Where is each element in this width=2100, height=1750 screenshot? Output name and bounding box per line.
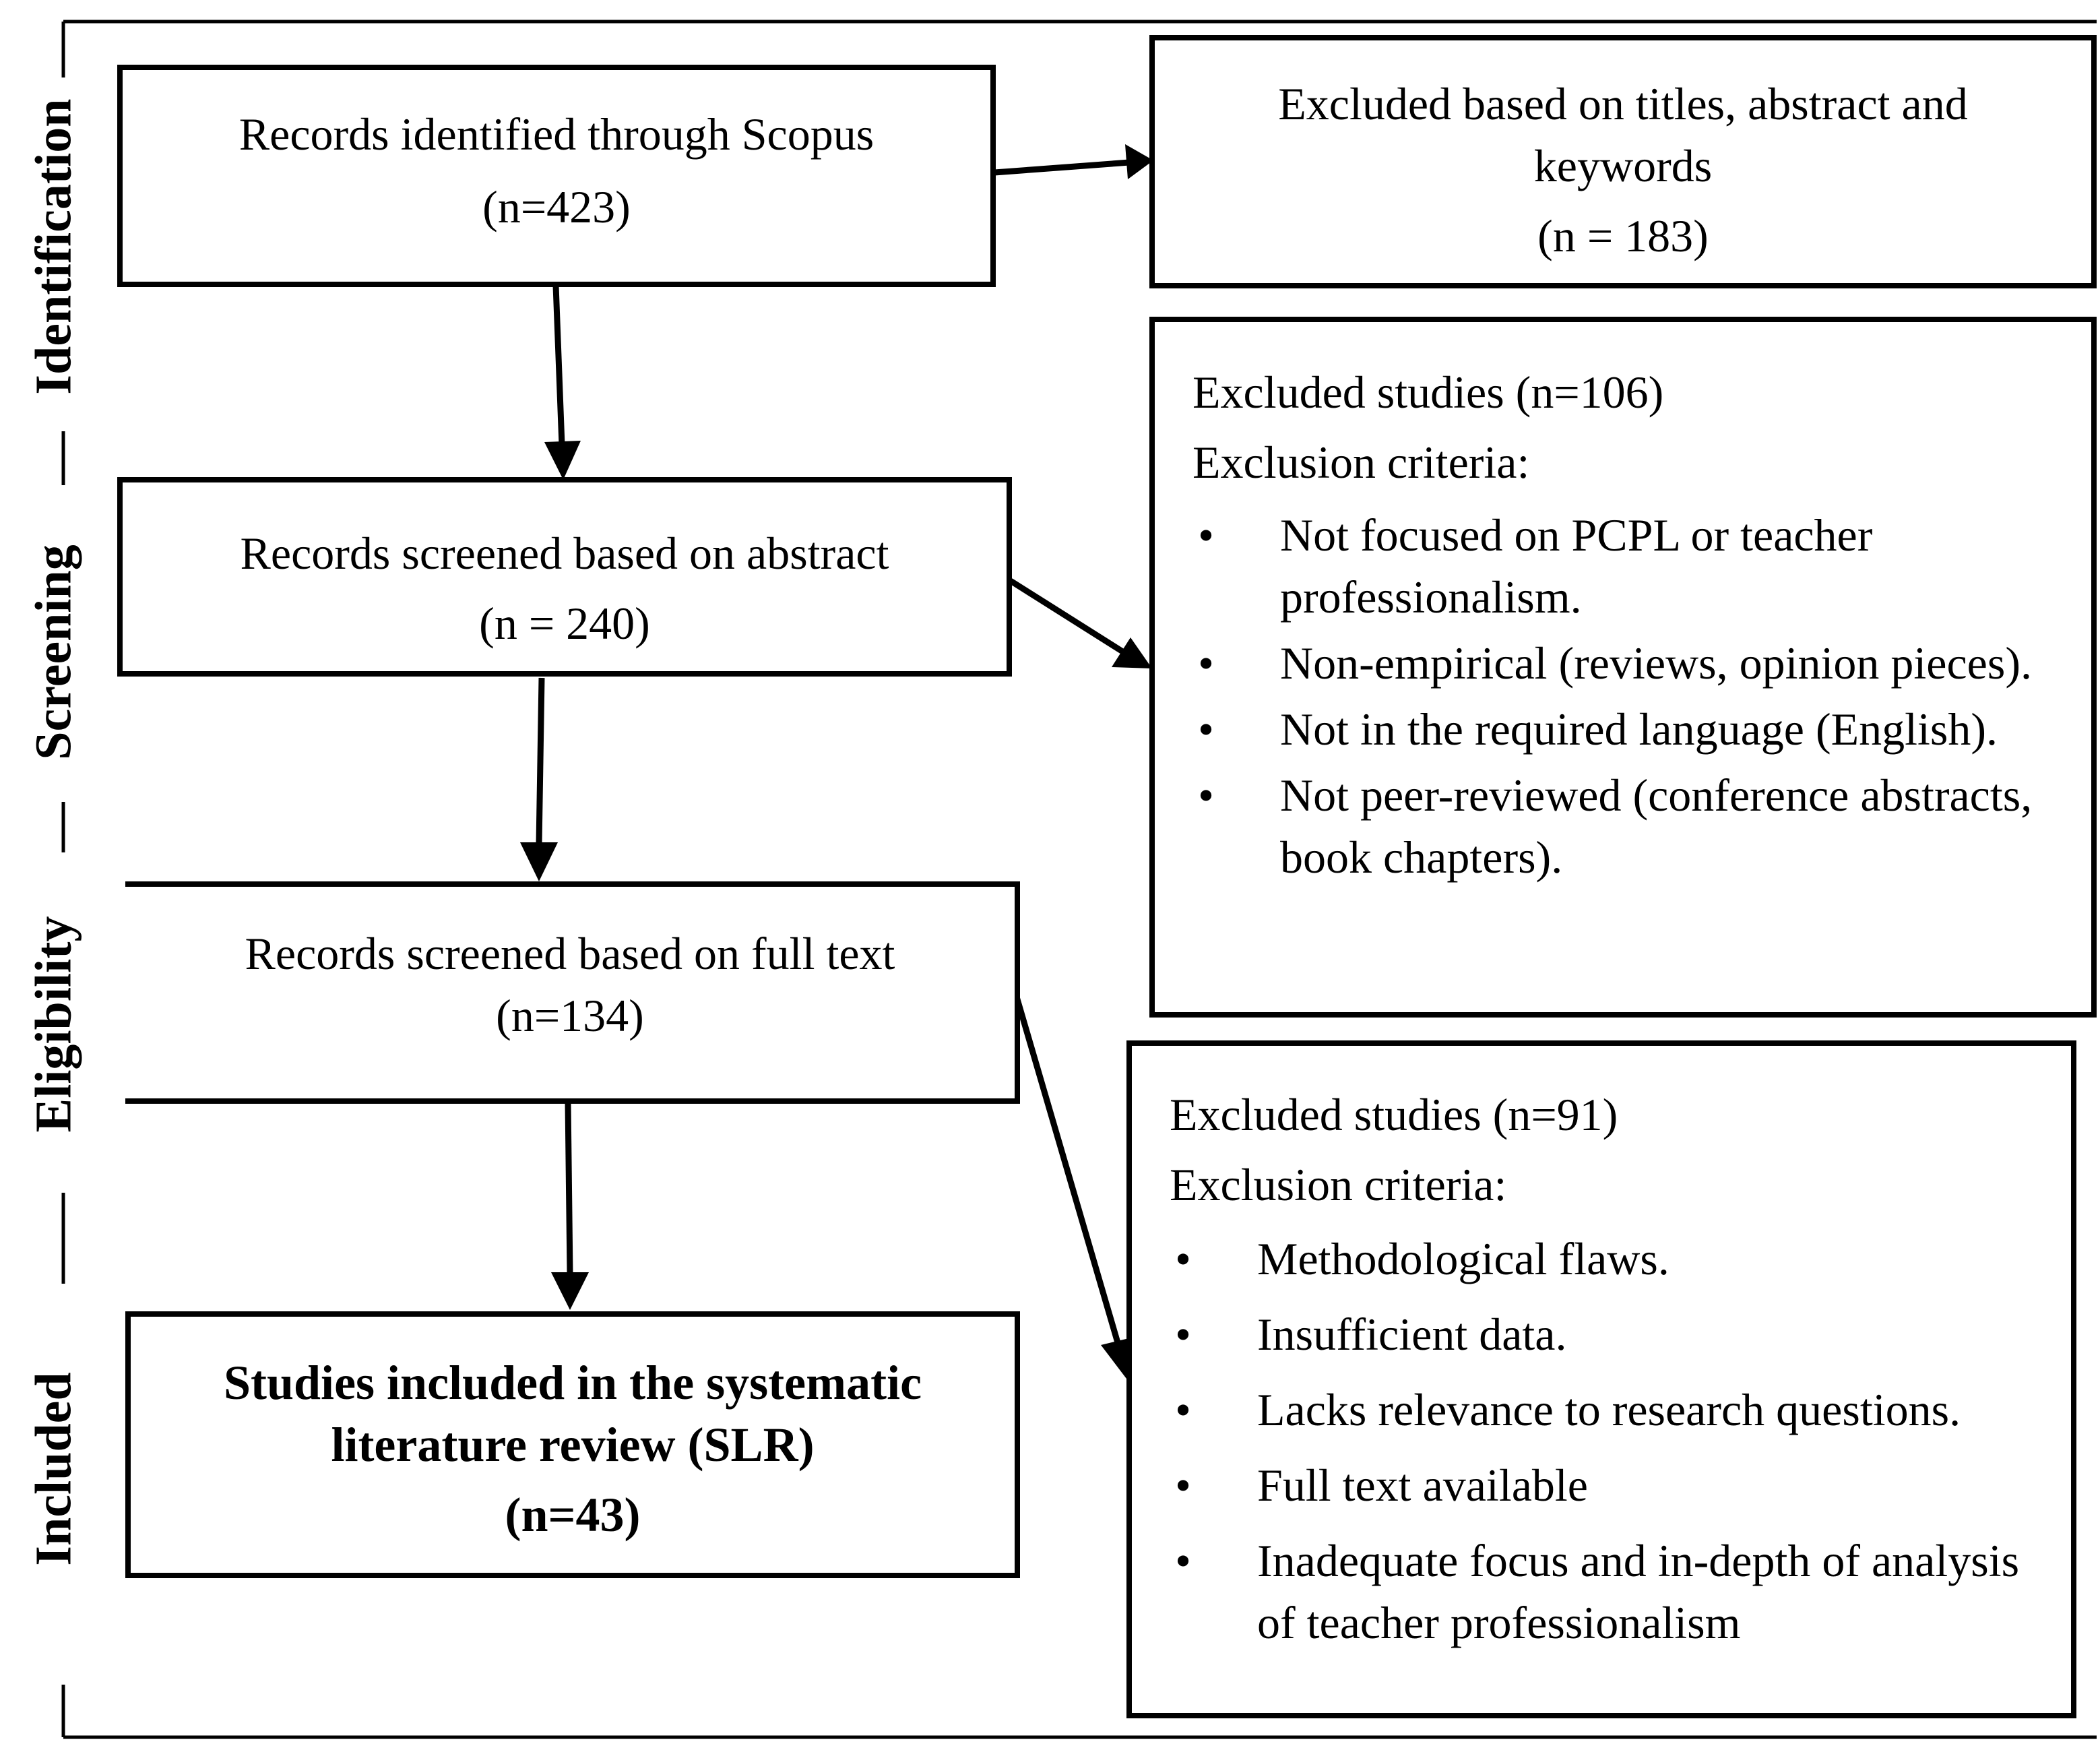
bullet-icon: • [1175,1309,1191,1360]
bullet-icon: • [1198,770,1214,821]
screened-abstract-count: (n = 240) [479,598,650,649]
screened-abstract-label: Records screened based on abstract [240,528,889,579]
arrow-identified-to-screened [552,285,565,445]
stage-label-included: Included [25,1372,82,1566]
list-item: • Lacks relevance to research questions. [1170,1379,2044,1441]
excluded-screening-header: Excluded studies (n=106) [1192,367,1664,418]
box-records-identified: Records identified through Scopus (n=423… [117,65,996,287]
criteria-text: Not focused on PCPL or teacher professio… [1280,509,1873,623]
bullet-icon: • [1175,1384,1191,1435]
records-identified-label: Records identified through Scopus [238,108,874,160]
box-studies-included: Studies included in the systematic liter… [125,1311,1020,1578]
list-item: • Non-empirical (reviews, opinion pieces… [1192,632,2064,694]
excluded-titles-label-line2: keywords [1533,140,1713,191]
excluded-screening-criteria-list: • Not focused on PCPL or teacher profess… [1192,504,2064,888]
excluded-eligibility-criteria-list: • Methodological flaws. • Insufficient d… [1170,1228,2044,1654]
bullet-icon: • [1175,1535,1191,1586]
box-records-screened-fulltext: Records screened based on full text (n=1… [125,881,1020,1104]
studies-included-count: (n=43) [505,1488,641,1542]
bullet-icon: • [1175,1233,1191,1284]
arrow-fulltext-to-excluded [1013,993,1122,1346]
arrow-screened-to-excluded [1009,578,1126,655]
list-item: • Methodological flaws. [1170,1228,2044,1290]
arrow-fulltext-to-included [565,1102,573,1274]
arrow-identified-to-screened-head [544,441,581,480]
excluded-titles-count: (n = 183) [1537,210,1709,261]
stage-label-screening: Screening [25,544,82,760]
box-excluded-eligibility: Excluded studies (n=91) Exclusion criter… [1126,1040,2076,1718]
arrow-identified-to-excluded [994,158,1139,176]
records-identified-count: (n=423) [482,181,631,232]
list-item: • Insufficient data. [1170,1303,2044,1365]
bullet-icon: • [1198,637,1214,689]
list-item: • Not peer-reviewed (conference abstract… [1192,764,2064,888]
flow-arrows [520,144,1153,1379]
criteria-text: Full text available [1257,1460,1588,1511]
excluded-titles-label-line1: Excluded based on titles, abstract and [1278,78,1968,129]
list-item: • Full text available [1170,1454,2044,1516]
bullet-icon: • [1198,704,1214,755]
screened-fulltext-count: (n=134) [496,990,644,1041]
box-records-screened-abstract: Records screened based on abstract (n = … [117,477,1012,677]
screened-fulltext-label: Records screened based on full text [245,928,895,979]
list-item: • Not in the required language (English)… [1192,698,2064,760]
criteria-text: Inadequate focus and in-depth of analysi… [1257,1535,2020,1648]
box-excluded-titles: Excluded based on titles, abstract and k… [1149,35,2097,288]
criteria-text: Lacks relevance to research questions. [1257,1384,1961,1435]
studies-included-label-line2: literature review (SLR) [331,1418,815,1472]
arrow-screened-to-excluded-head [1112,637,1152,668]
excluded-eligibility-header: Excluded studies (n=91) [1170,1089,1618,1140]
studies-included-label-line1: Studies included in the systematic [223,1356,922,1410]
box-excluded-screening: Excluded studies (n=106) Exclusion crite… [1149,317,2097,1018]
outer-frame [61,20,2097,1739]
criteria-text: Methodological flaws. [1257,1233,1669,1284]
stage-label-identification: Identification [25,98,82,395]
criteria-text: Non-empirical (reviews, opinion pieces). [1280,637,2032,689]
arrow-screened-to-fulltext [536,677,545,844]
list-item: • Not focused on PCPL or teacher profess… [1192,504,2064,628]
excluded-screening-criteria-label: Exclusion criteria: [1192,437,1530,488]
arrow-screened-to-fulltext-head [520,842,558,881]
arrow-fulltext-to-included-head [551,1272,589,1310]
bullet-icon: • [1175,1460,1191,1511]
criteria-text: Insufficient data. [1257,1309,1567,1360]
list-item: • Inadequate focus and in-depth of analy… [1170,1530,2044,1654]
criteria-text: Not peer-reviewed (conference abstracts,… [1280,770,2033,883]
bullet-icon: • [1198,509,1214,561]
criteria-text: Not in the required language (English). [1280,704,1998,755]
arrow-fulltext-to-excluded-head [1101,1337,1135,1379]
excluded-eligibility-criteria-label: Exclusion criteria: [1170,1159,1507,1210]
stage-label-eligibility: Eligibility [25,916,82,1133]
arrow-identified-to-excluded-head [1125,144,1153,179]
